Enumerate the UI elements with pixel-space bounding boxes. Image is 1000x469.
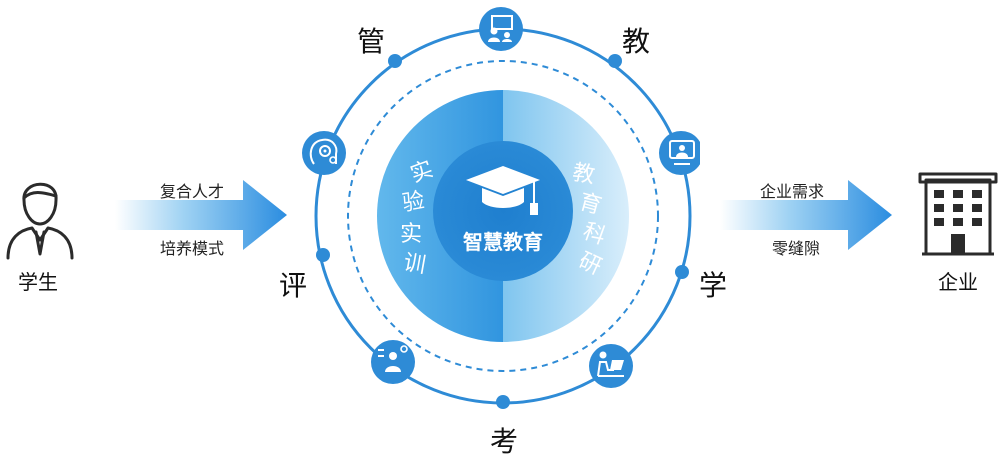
ring-diagram	[302, 7, 700, 409]
student-label: 学生	[18, 270, 58, 294]
graduation-cap-icon	[466, 166, 540, 215]
right-arrow-bottom-label: 零缝隙	[772, 239, 821, 258]
center-title: 智慧教育	[463, 230, 543, 254]
left-word-3: 实	[400, 222, 423, 247]
ring-label-learn: 学	[699, 269, 728, 302]
left-arrow-top-label: 复合人才	[160, 182, 225, 201]
dashed-ring	[347, 60, 659, 372]
student-laptop-icon	[589, 344, 633, 388]
student-icon	[6, 182, 74, 260]
enterprise-label: 企业	[938, 270, 978, 294]
left-arrow	[115, 180, 287, 250]
inner-circle	[433, 141, 573, 281]
ring-dots	[316, 54, 689, 409]
building-icon	[918, 172, 998, 256]
brain-gear-icon	[302, 131, 346, 175]
teacher-board-icon	[479, 7, 523, 51]
exam-person-icon	[371, 340, 415, 384]
ring-label-evaluate: 评	[279, 269, 308, 302]
ring-label-manage: 管	[357, 25, 386, 58]
video-teaching-icon	[659, 131, 700, 175]
right-arrow-top-label: 企业需求	[760, 182, 825, 201]
ring-label-teach: 教	[622, 25, 651, 58]
ring-label-exam: 考	[490, 425, 519, 458]
right-arrow	[720, 180, 892, 250]
left-arrow-bottom-label: 培养模式	[160, 239, 225, 258]
